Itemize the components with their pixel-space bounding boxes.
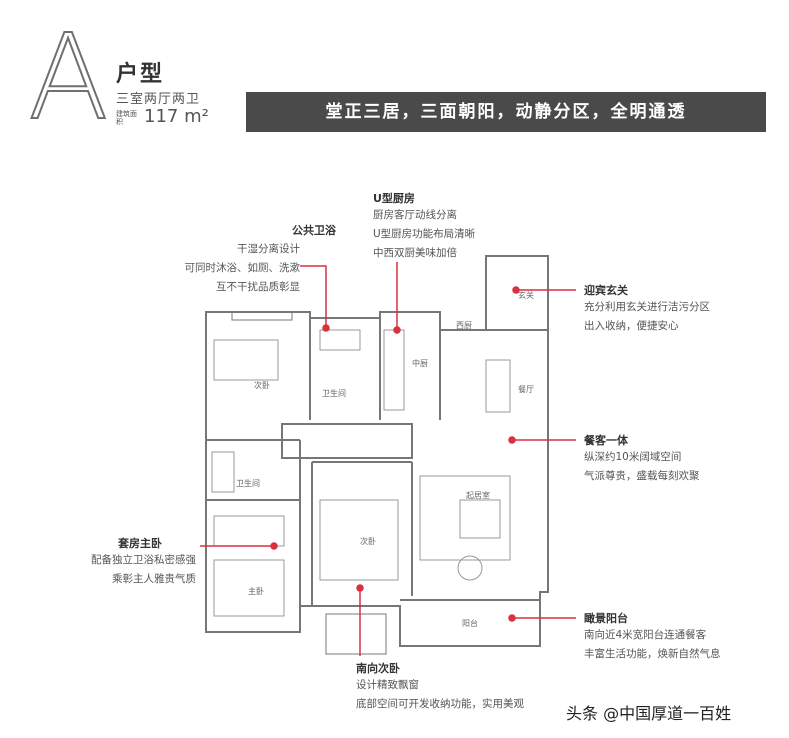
annotation-line: 乘彰主人雅贵气质 xyxy=(112,573,196,585)
room-label-bath-public: 卫生间 xyxy=(322,388,346,398)
bay-window xyxy=(325,613,387,655)
annotation-line: 底部空间可开发收纳功能，实用美观 xyxy=(356,698,524,710)
annotation-entrance: 迎宾玄关 充分利用玄关进行洁污分区 出入收纳，便捷安心 xyxy=(584,282,710,336)
annotation-title: 餐客一体 xyxy=(584,434,628,447)
annotation-line: 出入收纳，便捷安心 xyxy=(584,320,679,332)
annotation-title: 公共卫浴 xyxy=(292,224,336,237)
sofa-set xyxy=(419,475,511,561)
entry-wall xyxy=(485,255,549,331)
corridor xyxy=(281,423,413,459)
annotation-line: 南向近4米宽阳台连通餐客 xyxy=(584,629,707,641)
annotation-line: U型厨房功能布局清晰 xyxy=(373,228,476,240)
annotation-line: 可同时沐浴、如厕、洗漱 xyxy=(184,262,301,274)
annotation-balcony: 瞰景阳台 南向近4米宽阳台连通餐客 丰富生活功能，焕新自然气息 xyxy=(584,610,721,664)
annotation-master: 套房主卧 配备独立卫浴私密感强 乘彰主人雅贵气质 xyxy=(48,535,196,589)
callout-line-bathroom xyxy=(300,265,327,326)
wardrobe xyxy=(213,515,285,547)
annotation-line: 中西双厨美味加倍 xyxy=(373,247,457,259)
annotation-living: 餐客一体 纵深约10米阔域空间 气派尊贵，盛载每刻欢聚 xyxy=(584,432,700,486)
outer-wall xyxy=(205,311,549,647)
room-label-bedroom2: 次卧 xyxy=(254,380,270,390)
type-title: 户型 xyxy=(116,62,165,87)
room-label-bath-master: 卫生间 xyxy=(236,478,260,488)
dining-table xyxy=(485,359,511,413)
kitchen-counter xyxy=(383,329,405,411)
annotation-title: 南向次卧 xyxy=(356,662,400,675)
callout-dot xyxy=(508,436,516,444)
layout-description: 三室两厅两卫 xyxy=(116,92,201,107)
annotation-line: 互不干扰品质彰显 xyxy=(216,281,300,293)
room-label-balcony: 阳台 xyxy=(462,618,478,628)
annotation-title: U型厨房 xyxy=(373,192,415,205)
callout-dot xyxy=(270,542,278,550)
annotation-line: 干湿分离设计 xyxy=(237,243,300,255)
bed xyxy=(319,499,399,581)
annotation-line: 配备独立卫浴私密感强 xyxy=(91,554,196,566)
room-label-dining: 餐厅 xyxy=(518,385,534,394)
coffee-table xyxy=(459,499,501,539)
annotation-line: 纵深约10米阔域空间 xyxy=(584,451,682,463)
sink xyxy=(319,329,361,351)
annotation-title: 迎宾玄关 xyxy=(584,284,628,297)
annotation-kitchen: U型厨房 厨房客厅动线分离 U型厨房功能布局清晰 中西双厨美味加倍 xyxy=(373,190,475,263)
annotation-title: 套房主卧 xyxy=(118,537,162,550)
type-letter: A xyxy=(27,8,110,146)
bed xyxy=(213,339,279,381)
room-label-entry: 玄关 xyxy=(518,290,534,300)
annotation-title: 瞰景阳台 xyxy=(584,612,628,625)
area-value: 117 m² xyxy=(144,106,209,127)
area-label: 建筑面积 xyxy=(116,110,137,126)
annotation-line: 充分利用玄关进行洁污分区 xyxy=(584,301,710,313)
headline-banner: 堂正三居，三面朝阳，动静分区，全明通透 xyxy=(246,92,766,132)
room-label-bedroom3: 次卧 xyxy=(360,536,376,546)
armchair xyxy=(457,555,483,581)
annotation-bathroom-body: 干湿分离设计 可同时沐浴、如厕、洗漱 互不干扰品质彰显 xyxy=(150,240,301,297)
annotation-line: 设计精致飘窗 xyxy=(356,679,419,691)
bed xyxy=(213,559,285,617)
room-label-kitchen-west: 西厨 xyxy=(456,321,472,330)
callout-dot xyxy=(393,326,401,334)
annotation-line: 丰富生活功能，焕新自然气息 xyxy=(584,648,721,660)
shower xyxy=(211,451,235,493)
annotation-line: 气派尊贵，盛载每刻欢聚 xyxy=(584,470,700,482)
room-label-living: 起居室 xyxy=(466,490,490,500)
window xyxy=(231,311,293,321)
annotation-south-bedroom: 南向次卧 设计精致飘窗 底部空间可开发收纳功能，实用美观 xyxy=(356,660,524,714)
watermark: 头条 @中国厚道一百姓 xyxy=(566,704,732,723)
room-label-kitchen-cn: 中厨 xyxy=(412,358,428,368)
room-label-master: 主卧 xyxy=(248,586,264,596)
callout-dot xyxy=(512,286,520,294)
callout-dot xyxy=(322,324,330,332)
annotation-line: 厨房客厅动线分离 xyxy=(373,209,457,221)
callout-dot xyxy=(356,584,364,592)
annotation-bathroom: 公共卫浴 xyxy=(240,222,350,238)
callout-dot xyxy=(508,614,516,622)
